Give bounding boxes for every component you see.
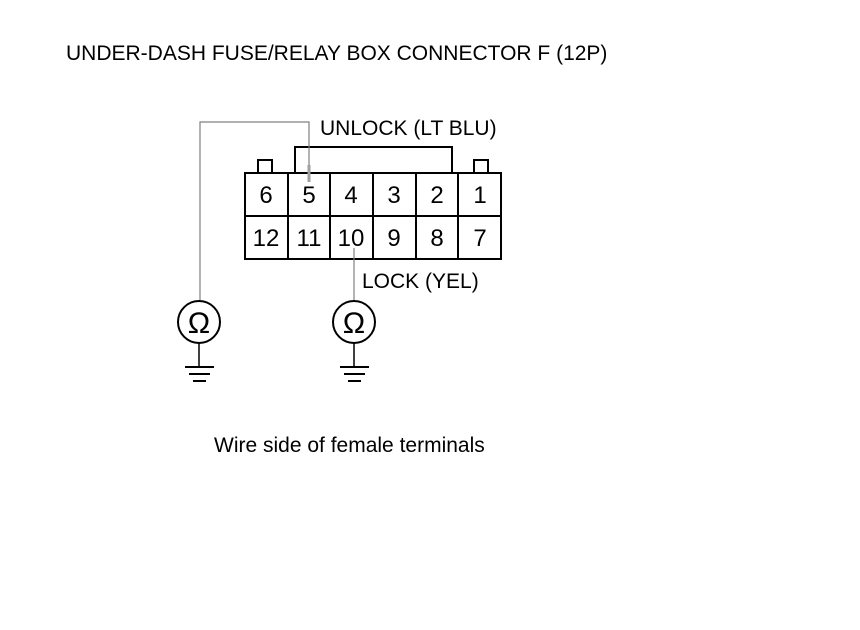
pin-label: 1 [473, 182, 486, 209]
ohmmeter-left: Ω [177, 300, 221, 367]
bottom-pin-row: 12 11 10 9 8 7 [253, 225, 487, 252]
ground-icon [185, 366, 214, 382]
connector-right-tab [473, 159, 489, 173]
unlock-wire [199, 121, 310, 300]
pin-label: 11 [297, 225, 322, 252]
pin-label: 2 [430, 182, 443, 209]
ground-icon [340, 366, 369, 382]
diagram-title: UNDER-DASH FUSE/RELAY BOX CONNECTOR F (1… [66, 42, 608, 65]
pin-label: 3 [387, 182, 400, 209]
pin-label: 5 [302, 182, 315, 209]
connector-latch [294, 146, 453, 173]
pin-label: 6 [259, 182, 272, 209]
unlock-wire-label: UNLOCK (LT BLU) [320, 117, 497, 140]
pin-label: 7 [473, 225, 486, 252]
top-pin-row: 6 5 4 3 2 1 [259, 182, 486, 209]
connector-left-tab [257, 159, 273, 173]
connector-grid [245, 173, 501, 259]
pin-label: 9 [387, 225, 400, 252]
pin-label: 12 [253, 225, 280, 252]
lock-wire-label: LOCK (YEL) [362, 270, 479, 293]
pin-label: 4 [344, 182, 357, 209]
ohm-symbol: Ω [343, 307, 365, 340]
ohm-symbol: Ω [188, 307, 210, 340]
pin-label: 10 [338, 225, 365, 252]
pin-label: 8 [430, 225, 443, 252]
diagram-caption: Wire side of female terminals [214, 434, 485, 457]
ohmmeter-right: Ω [332, 300, 376, 367]
